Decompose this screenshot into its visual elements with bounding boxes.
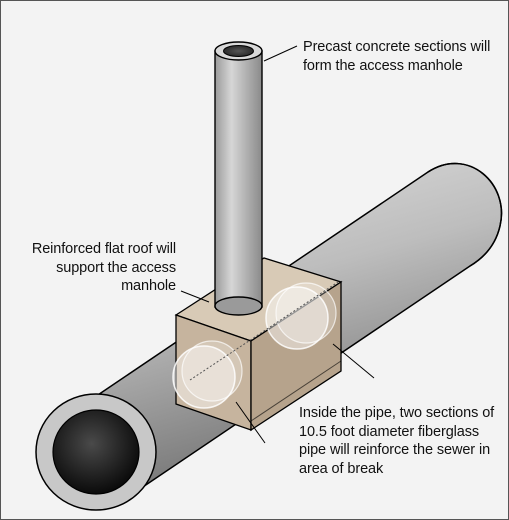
liner-ring-front — [172, 345, 236, 409]
leader-precast — [263, 45, 298, 62]
main-pipe-bore — [52, 409, 140, 495]
manhole-box-side — [250, 280, 342, 432]
leader-roof — [180, 290, 210, 303]
label-precast-concrete: Precast concrete sections will form the … — [303, 39, 491, 74]
leader-inside-back — [332, 343, 375, 379]
liner-ring-back-inner — [275, 282, 337, 344]
label-reinforced-roof: Reinforced flat roof will support the ac… — [31, 241, 176, 294]
access-manhole-bottom — [214, 296, 263, 316]
label-fiberglass-liner: Inside the pipe, two sections of 10.5 fo… — [299, 405, 495, 477]
pipe-centerline — [189, 281, 339, 381]
leader-inside-front — [235, 401, 266, 444]
liner-ring-back — [265, 286, 329, 350]
liner-ring-front-inner — [181, 340, 243, 402]
main-pipe-far-end — [427, 162, 503, 267]
access-manhole-shaft — [214, 50, 263, 308]
access-manhole-opening — [223, 45, 254, 57]
pipe-underside-line — [250, 360, 342, 422]
